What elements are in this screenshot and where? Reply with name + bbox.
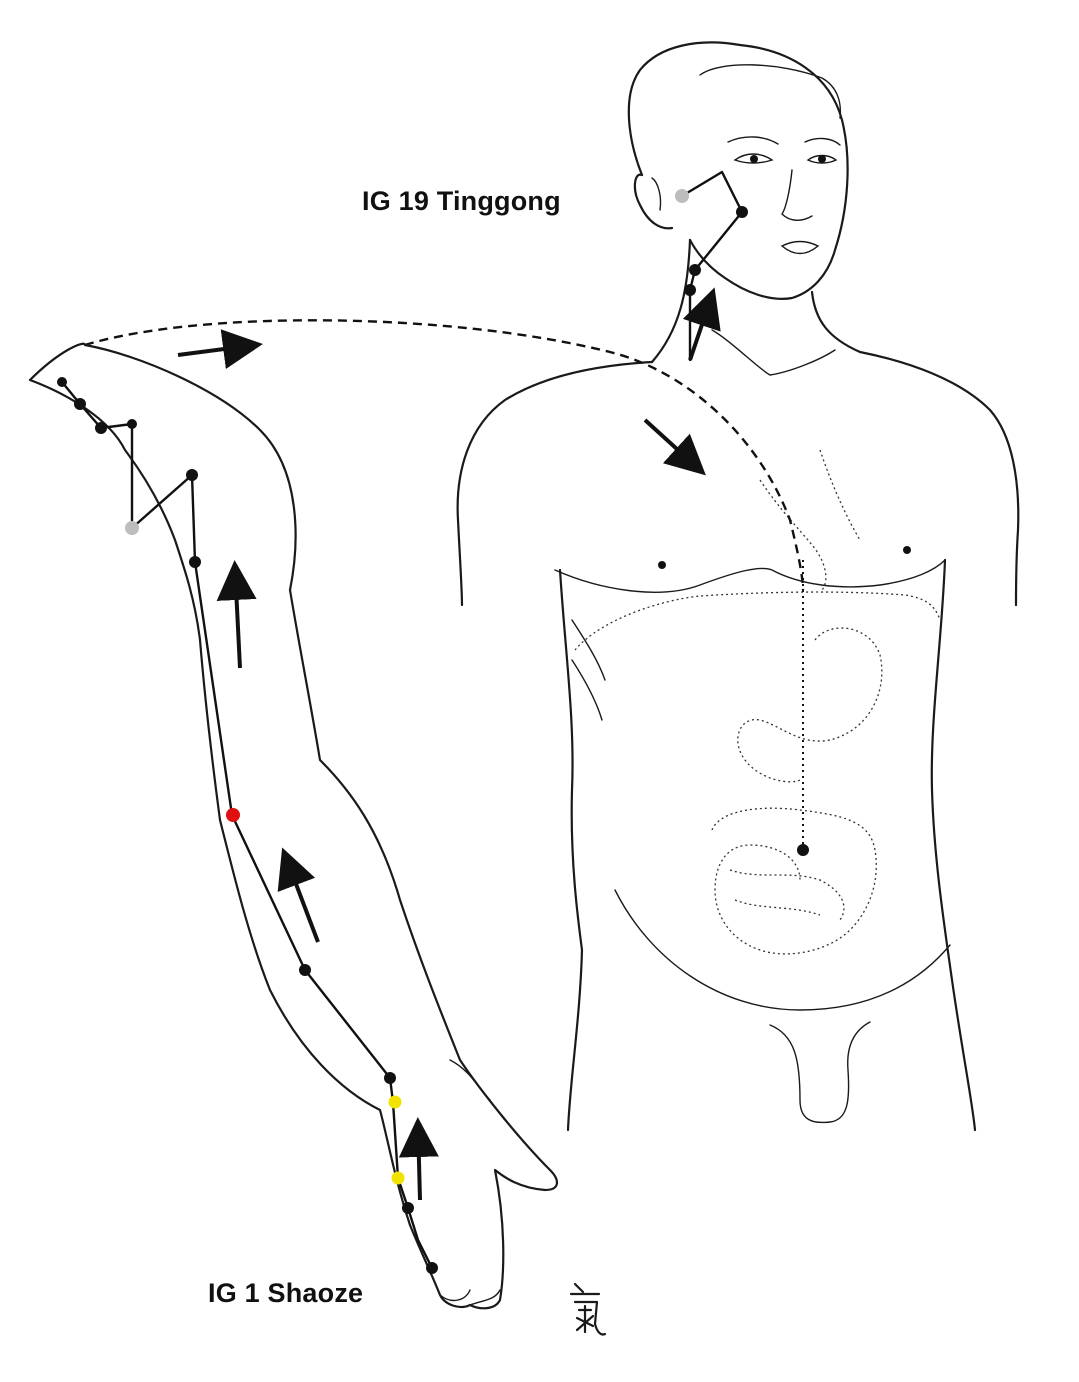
organs xyxy=(574,449,941,955)
point-ig2 xyxy=(402,1202,414,1214)
qi-character-icon xyxy=(569,1282,607,1336)
point-ig3 xyxy=(391,1171,405,1185)
point-ig18 xyxy=(736,206,748,218)
point-ig19 xyxy=(675,189,689,203)
point-ig11 xyxy=(125,521,139,535)
head-outline xyxy=(627,41,862,364)
label-ig19-tinggong: IG 19 Tinggong xyxy=(362,186,561,216)
point-ig10 xyxy=(186,469,198,481)
arm-meridian-line xyxy=(60,380,434,1270)
point-ig15 xyxy=(57,377,67,387)
flow-arrow-icon xyxy=(682,287,721,361)
point-ig14 xyxy=(74,398,86,410)
acupoints xyxy=(57,189,809,1274)
point-ig13 xyxy=(95,422,107,434)
point-ig7 xyxy=(299,964,311,976)
point-internal xyxy=(797,844,809,856)
shoulder-to-chest-path xyxy=(84,319,805,591)
flow-arrow-icon xyxy=(277,847,320,943)
point-ig8 xyxy=(226,808,240,822)
flow-arrow-icon xyxy=(398,1117,439,1201)
point-ig9 xyxy=(189,556,201,568)
point-ig17 xyxy=(689,264,701,276)
flow-arrow-icon xyxy=(643,418,706,476)
point-ig16 xyxy=(684,284,696,296)
arm-outline xyxy=(28,342,558,1310)
flow-arrows xyxy=(177,287,721,1201)
flow-arrow-icon xyxy=(216,560,257,669)
flow-arrow-icon xyxy=(177,329,263,369)
torso-outline xyxy=(456,329,1020,1132)
point-ig12 xyxy=(127,419,137,429)
point-ig5 xyxy=(384,1072,396,1084)
label-ig1-shaoze: IG 1 Shaoze xyxy=(208,1278,364,1308)
point-ig4 xyxy=(388,1095,402,1109)
point-ig1 xyxy=(426,1262,438,1274)
